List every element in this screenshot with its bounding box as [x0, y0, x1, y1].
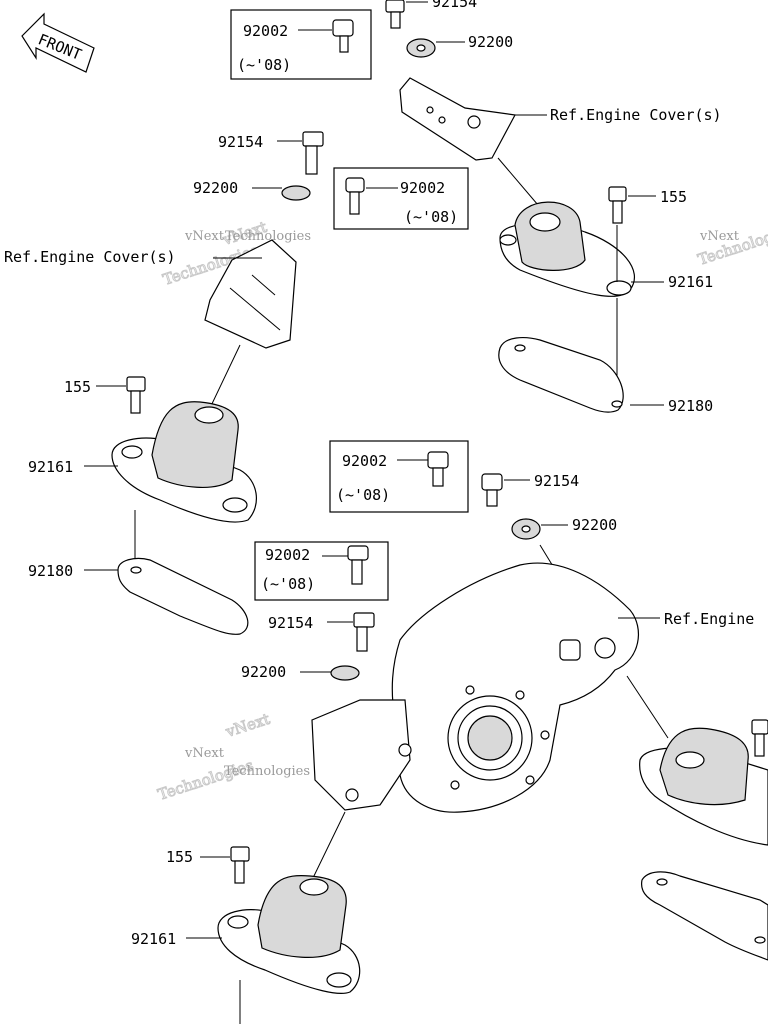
bolt-155-bottom: 155	[166, 846, 250, 884]
svg-text:vNext: vNext	[699, 229, 740, 244]
svg-text:(~'08): (~'08)	[404, 208, 458, 226]
bolt-icon	[332, 19, 354, 53]
svg-text:Ref.Engine: Ref.Engine	[664, 610, 754, 628]
engine-cover-housing: Ref.Engine	[391, 562, 754, 813]
washer-92200-top: 92200	[406, 33, 513, 58]
svg-text:92180: 92180	[28, 562, 73, 580]
svg-text:Technologies: Technologies	[225, 229, 311, 244]
plate-92180-left: 92180	[28, 557, 249, 635]
callout-box-92002-4: 92002 (~'08)	[254, 541, 389, 601]
svg-text:92161: 92161	[131, 930, 176, 948]
svg-text:vNext: vNext	[223, 710, 272, 741]
svg-text:92161: 92161	[28, 458, 73, 476]
svg-text:Ref.Engine Cover(s): Ref.Engine Cover(s)	[550, 106, 722, 124]
svg-text:92154: 92154	[432, 0, 477, 11]
svg-text:92154: 92154	[534, 472, 579, 490]
callout-box-92002-1: 92002 (~'08)	[230, 9, 372, 80]
svg-text:92154: 92154	[218, 133, 263, 151]
bracket-left: Ref.Engine Cover(s)	[4, 239, 297, 349]
bolt-92154-left: 92154	[218, 131, 324, 175]
engine-mount-bottom	[217, 875, 361, 994]
engine-mount-right-lower	[639, 719, 768, 846]
svg-text:92200: 92200	[193, 179, 238, 197]
bolt-92154-low: 92154	[268, 612, 375, 652]
svg-text:92002: 92002	[265, 546, 310, 564]
washer-92200-low: 92200	[241, 663, 360, 681]
svg-text:(~'08): (~'08)	[336, 486, 390, 504]
svg-text:(~'08): (~'08)	[261, 575, 315, 593]
svg-text:155: 155	[64, 378, 91, 396]
svg-text:92002: 92002	[400, 179, 445, 197]
front-arrow-icon: FRONT	[21, 12, 95, 73]
bracket-low	[311, 699, 412, 811]
bolt-icon	[347, 545, 369, 585]
svg-text:92002: 92002	[342, 452, 387, 470]
washer-92200-mid: 92200	[511, 516, 617, 540]
callout-box-92002-3: 92002 (~'08)	[329, 440, 469, 513]
bolt-icon	[427, 451, 449, 487]
svg-text:vNext: vNext	[184, 746, 225, 761]
svg-text:92161: 92161	[668, 273, 713, 291]
bolt-icon	[345, 177, 365, 215]
svg-text:92180: 92180	[668, 397, 713, 415]
svg-text:(~'08): (~'08)	[237, 56, 291, 74]
svg-text:vNext: vNext	[184, 229, 225, 244]
washer-92200-left: 92200	[193, 179, 311, 201]
svg-text:92200: 92200	[468, 33, 513, 51]
bracket-top: Ref.Engine Cover(s)	[399, 77, 722, 161]
svg-text:92154: 92154	[268, 614, 313, 632]
bolt-92154-top: 92154	[385, 0, 477, 29]
callout-box-92002-2: 92002 (~'08)	[333, 167, 469, 230]
svg-text:92200: 92200	[241, 663, 286, 681]
svg-text:Ref.Engine Cover(s): Ref.Engine Cover(s)	[4, 248, 176, 266]
svg-text:155: 155	[166, 848, 193, 866]
bolt-155-left: 155	[64, 376, 146, 414]
svg-text:Technologies: Technologies	[224, 764, 310, 779]
svg-text:155: 155	[660, 188, 687, 206]
plate-right-lower	[640, 871, 768, 961]
bolt-155-right: 155	[608, 186, 687, 224]
bolt-92154-mid: 92154	[481, 472, 579, 507]
engine-mount-right	[499, 201, 636, 297]
plate-92180-right: 92180	[498, 337, 713, 415]
svg-text:92200: 92200	[572, 516, 617, 534]
svg-text:92002: 92002	[243, 22, 288, 40]
engine-mount-left	[111, 401, 257, 523]
